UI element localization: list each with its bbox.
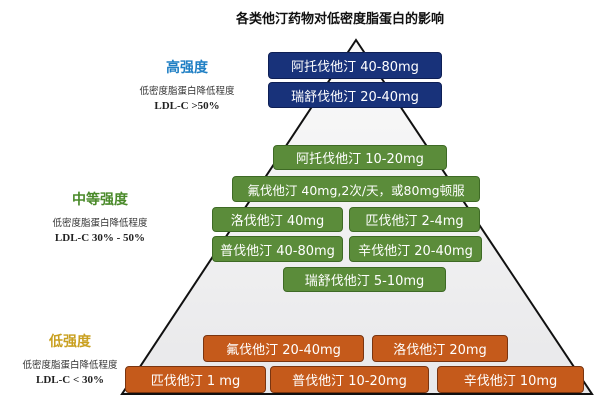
- drug-box: 辛伐他汀 10mg: [437, 366, 584, 393]
- diagram-title: 各类他汀药物对低密度脂蛋白的影响: [235, 12, 444, 27]
- medium-intensity-label: 中等强度 低密度脂蛋白降低程度 LDL-C 30% - 50%: [25, 189, 175, 244]
- high-heading: 高强度: [166, 60, 208, 76]
- low-heading: 低强度: [49, 334, 91, 350]
- drug-box: 氟伐他汀 20-40mg: [203, 335, 364, 362]
- drug-box: 辛伐他汀 20-40mg: [349, 236, 482, 262]
- medium-ldl: LDL-C 30% - 50%: [54, 232, 146, 244]
- medium-sub: 低密度脂蛋白降低程度: [52, 218, 148, 229]
- drug-box: 匹伐他汀 2-4mg: [349, 207, 480, 232]
- drug-box: 匹伐他汀 1 mg: [125, 366, 266, 393]
- high-sub: 低密度脂蛋白降低程度: [139, 86, 235, 97]
- drug-box: 普伐他汀 40-80mg: [212, 236, 343, 262]
- drug-box: 阿托伐他汀 40-80mg: [268, 52, 442, 79]
- low-sub: 低密度脂蛋白降低程度: [22, 360, 118, 371]
- drug-box: 阿托伐他汀 10-20mg: [273, 145, 447, 170]
- drug-box: 瑞舒伐他汀 20-40mg: [268, 82, 442, 108]
- drug-box: 洛伐他汀 20mg: [372, 335, 508, 362]
- drug-box: 普伐他汀 10-20mg: [270, 366, 429, 393]
- low-ldl: LDL-C < 30%: [36, 374, 104, 386]
- drug-box: 氟伐他汀 40mg,2次/天，或80mg顿服: [232, 176, 480, 202]
- low-intensity-label: 低强度 低密度脂蛋白降低程度 LDL-C < 30%: [0, 331, 145, 386]
- drug-box: 瑞舒伐他汀 5-10mg: [283, 267, 446, 292]
- drug-box: 洛伐他汀 40mg: [212, 207, 343, 232]
- high-ldl: LDL-C >50%: [154, 100, 220, 112]
- high-intensity-label: 高强度 低密度脂蛋白降低程度 LDL-C >50%: [112, 57, 262, 112]
- medium-heading: 中等强度: [72, 192, 128, 208]
